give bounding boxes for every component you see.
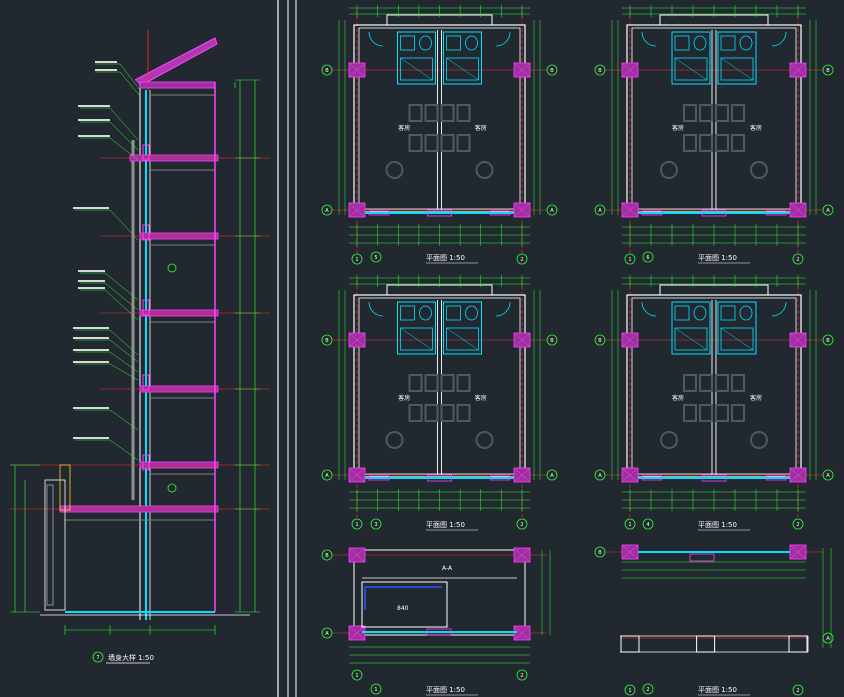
plan-caption: 平面图 1:50 (698, 686, 737, 694)
axis-bubble-top-right: B (550, 68, 554, 74)
plan-number: 2 (646, 687, 649, 693)
axis-bubble-left: 1 (355, 257, 358, 263)
floor-plan-5: 客房 客房 B B A A 1 2 5 平面图 1:50 (321, 5, 558, 265)
plan-number: 5 (374, 255, 377, 261)
axis-bubble-bottom-left: A (598, 473, 602, 479)
axis-bubble-bottom-left: A (325, 473, 329, 479)
axis-bubble-right: 2 (796, 522, 799, 528)
axis-bubble-bottom-left: A (325, 631, 329, 637)
room-label-right: 客房 (750, 124, 762, 132)
plan-caption: 平面图 1:50 (426, 521, 465, 529)
axis-bubble-top-left: B (598, 550, 602, 556)
axis-bubble-bottom-left: A (598, 208, 602, 214)
axis-bubble-left: 1 (628, 688, 631, 694)
section-number: 7 (96, 655, 99, 661)
axis-bubble-bottom-right: A (826, 473, 830, 479)
axis-bubble-left: 1 (628, 257, 631, 263)
axis-bubble-top-left: B (325, 338, 329, 344)
room-label-right: 客房 (475, 394, 487, 402)
axis-bubble-left: 1 (628, 522, 631, 528)
axis-bubble-right: 2 (796, 257, 799, 263)
floor-plan-3: 客房 客房 B B A A 1 2 3 平面图 1:50 (321, 275, 558, 531)
axis-bubble-right: 2 (520, 522, 523, 528)
axis-bubble-top-left: B (325, 553, 329, 559)
section-caption: 墙身大样 1:50 (108, 653, 154, 662)
axis-bubble-bottom-right: A (826, 208, 830, 214)
wall-section-detail: 7 墙身大样 1:50 (10, 30, 270, 664)
plan-caption: 平面图 1:50 (426, 686, 465, 694)
axis-bubble-bottom-right: A (550, 473, 554, 479)
plan-number: 1 (374, 687, 377, 693)
inner-label: 840 (397, 605, 409, 612)
sheet-frame (277, 0, 297, 697)
plan-caption: 平面图 1:50 (698, 254, 737, 262)
room-label-right: 客房 (475, 124, 487, 132)
plan-number: 6 (646, 255, 649, 261)
room-label-left: 客房 (398, 394, 410, 402)
room-label-right: 客房 (750, 394, 762, 402)
axis-bubble-bottom-right: A (550, 208, 554, 214)
axis-bubble-right: 2 (520, 257, 523, 263)
axis-bubble-left: 1 (355, 673, 358, 679)
plan-number: 4 (646, 522, 649, 528)
axis-bubble-bottom-right: A (826, 636, 830, 642)
floor-plan-2: B A 1 2 2 平面图 1:50 (594, 544, 834, 696)
axis-bubble-top-left: B (325, 68, 329, 74)
axis-bubble-top-right: B (826, 68, 830, 74)
plan-caption: 平面图 1:50 (426, 254, 465, 262)
plan-caption: 平面图 1:50 (698, 521, 737, 529)
floor-plan-4: 客房 客房 B B A A 1 2 4 平面图 1:50 (594, 275, 834, 531)
floor-plan-6: 客房 客房 B B A A 1 2 6 平面图 1:50 (594, 5, 834, 265)
axis-bubble-bottom-left: A (325, 208, 329, 214)
floor-plan-1: A-A 840 B A 1 2 1 平面图 1:50 (321, 547, 551, 696)
axis-bubble-top-right: B (826, 338, 830, 344)
axis-bubble-top-left: B (598, 338, 602, 344)
axis-bubble-top-right: B (550, 338, 554, 344)
plan-number: 3 (374, 522, 377, 528)
axis-bubble-right: 2 (796, 688, 799, 694)
room-label-left: 客房 (672, 394, 684, 402)
axis-bubble-left: 1 (355, 522, 358, 528)
axis-bubble-top-left: B (598, 68, 602, 74)
plan-title: A-A (442, 565, 453, 572)
room-label-left: 客房 (398, 124, 410, 132)
axis-bubble-right: 2 (520, 673, 523, 679)
room-label-left: 客房 (672, 124, 684, 132)
